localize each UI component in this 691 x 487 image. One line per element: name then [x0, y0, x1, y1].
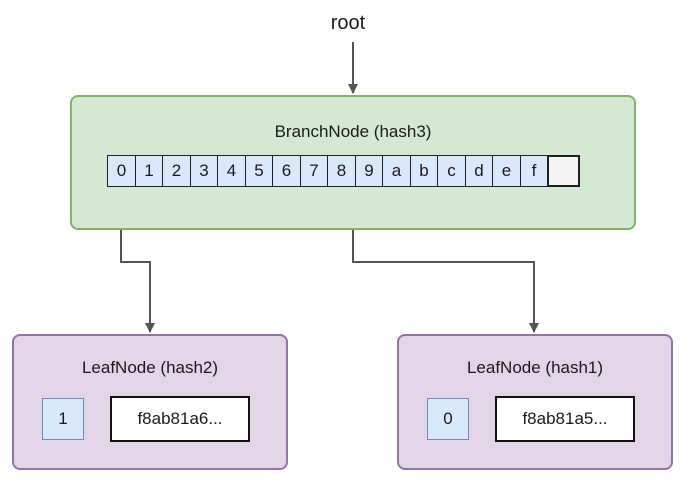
root-label: root — [330, 12, 366, 34]
leaf-key: 1 — [42, 398, 84, 440]
leaf-value: f8ab81a5... — [495, 396, 635, 442]
branch-slot-3: 3 — [189, 155, 219, 187]
branch-slot-2: 2 — [162, 155, 191, 187]
branch-node-title: BranchNode (hash3) — [274, 122, 432, 141]
branch-slot-e: e — [492, 155, 521, 187]
branch-slot-9: 9 — [354, 155, 384, 187]
branch-slot-7: 7 — [299, 155, 329, 187]
branch-node: BranchNode (hash3) 0 1 2 3 4 5 6 7 8 9 a… — [70, 95, 636, 230]
leaf-node-hash1: LeafNode (hash1) 0 f8ab81a5... — [397, 334, 673, 470]
branch-slot-5: 5 — [244, 155, 274, 187]
branch-slot-d: d — [464, 155, 494, 187]
branch-slot-4: 4 — [217, 155, 246, 187]
branch-slot-array: 0 1 2 3 4 5 6 7 8 9 a b c d e f — [107, 155, 580, 187]
leaf-key: 0 — [427, 398, 469, 440]
leaf-value: f8ab81a6... — [110, 396, 250, 442]
branch-slot-0: 0 — [107, 155, 136, 187]
branch-slot-c: c — [437, 155, 466, 187]
branch-slot-6: 6 — [272, 155, 301, 187]
branch-slot-8: 8 — [327, 155, 356, 187]
branch-value-slot — [547, 155, 580, 187]
branch-slot-b: b — [409, 155, 439, 187]
branch-slot-1: 1 — [134, 155, 164, 187]
branch-slot-a: a — [382, 155, 411, 187]
branch-slot-f: f — [519, 155, 549, 187]
leaf-node-title: LeafNode (hash2) — [81, 358, 219, 377]
leaf-node-title: LeafNode (hash1) — [466, 358, 604, 377]
leaf-node-hash2: LeafNode (hash2) 1 f8ab81a6... — [12, 334, 288, 470]
